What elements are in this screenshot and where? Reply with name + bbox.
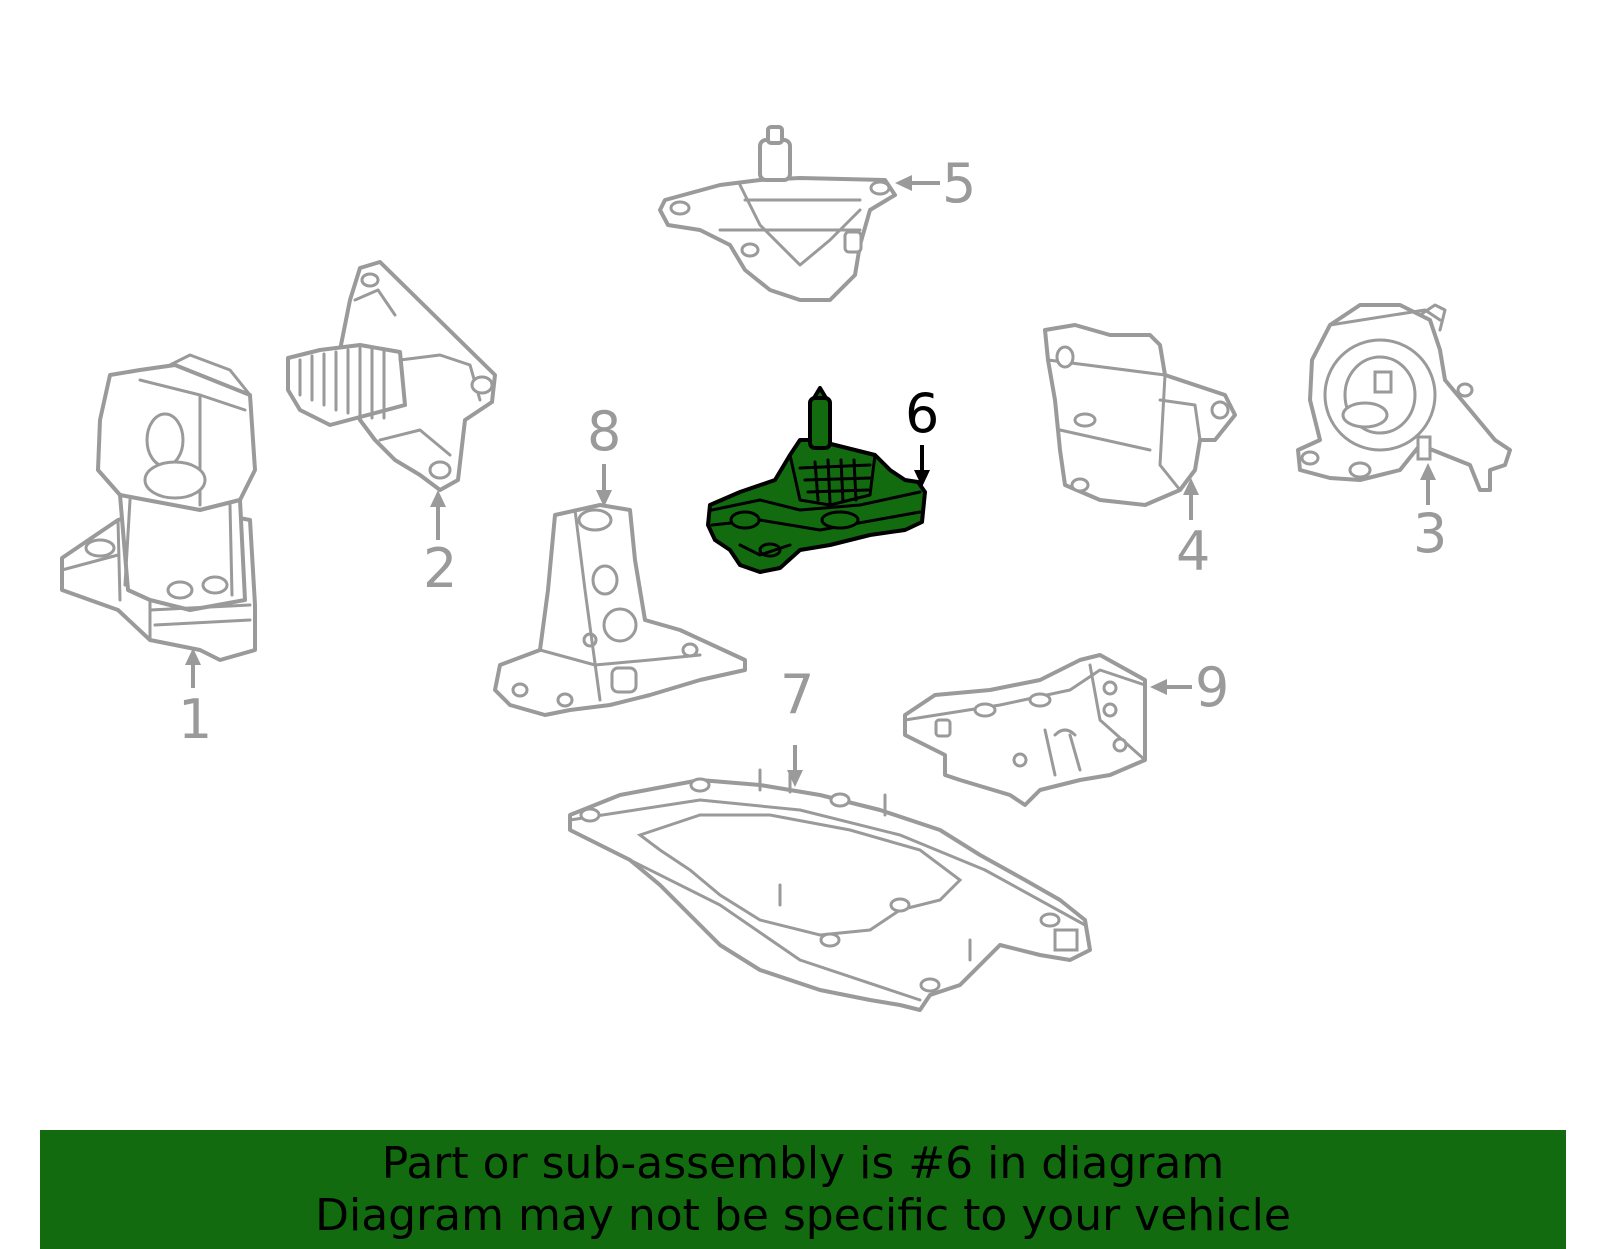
callout-2: 2 bbox=[423, 537, 457, 600]
footer-banner: Part or sub-assembly is #6 in diagram Di… bbox=[40, 1130, 1566, 1249]
callout-8: 8 bbox=[587, 400, 621, 463]
callout-7: 7 bbox=[780, 663, 814, 726]
part-6-highlighted-assembly[interactable] bbox=[706, 386, 927, 574]
parts-diagram: 1 2 3 4 5 6 7 8 9 bbox=[60, 125, 1512, 1012]
part-7-subframe[interactable] bbox=[568, 768, 1092, 1012]
part-9-crossmember-bracket[interactable] bbox=[903, 653, 1147, 807]
footer-line-1: Part or sub-assembly is #6 in diagram bbox=[381, 1138, 1225, 1189]
callout-5: 5 bbox=[942, 152, 976, 215]
callout-4: 4 bbox=[1176, 520, 1210, 583]
callout-3: 3 bbox=[1413, 502, 1447, 565]
footer-line-2: Diagram may not be specific to your vehi… bbox=[315, 1190, 1291, 1241]
part-1-engine-mount[interactable] bbox=[60, 353, 257, 662]
callout-6: 6 bbox=[905, 382, 939, 445]
callout-1: 1 bbox=[178, 688, 212, 751]
callout-9: 9 bbox=[1195, 656, 1229, 719]
part-2-mount-bracket[interactable] bbox=[286, 260, 497, 492]
part-3-round-mount[interactable] bbox=[1296, 303, 1512, 492]
callout-arrows bbox=[185, 175, 1436, 787]
part-4-bracket[interactable] bbox=[1043, 323, 1237, 507]
part-8-tall-bracket[interactable] bbox=[493, 503, 747, 717]
part-5-transmission-mount[interactable] bbox=[658, 125, 897, 302]
callout-labels: 1 2 3 4 5 6 7 8 9 bbox=[178, 152, 1447, 751]
